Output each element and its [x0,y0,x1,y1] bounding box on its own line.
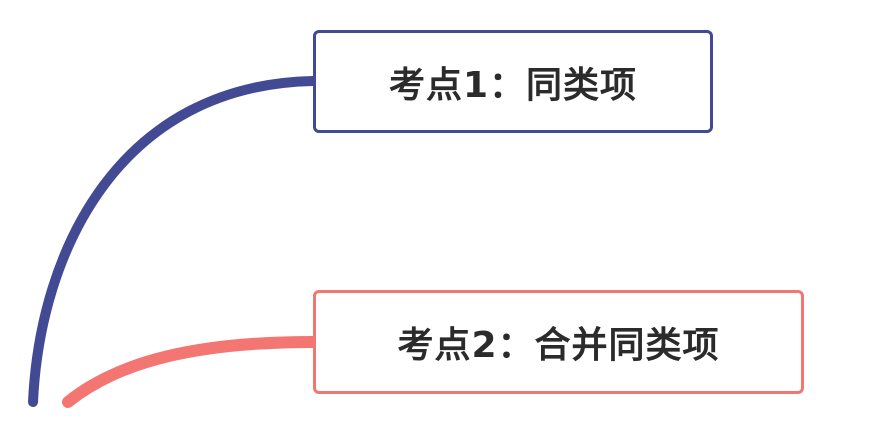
topic-node-2[interactable]: 考点2：合并同类项 [313,290,804,394]
branch-line-1 [28,76,318,407]
topic-node-1[interactable]: 考点1：同类项 [313,30,713,133]
topic-label-1: 考点1：同类项 [388,64,638,106]
topic-label-2: 考点2：合并同类项 [397,325,720,366]
branch-line-2 [62,336,319,408]
